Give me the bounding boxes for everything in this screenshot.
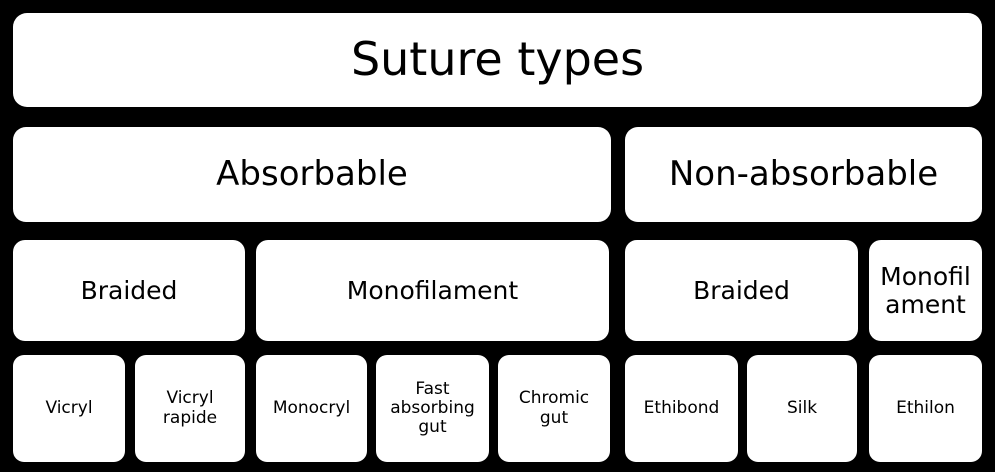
node-label-vicryl-rapide: Vicryl rapide (162, 388, 218, 428)
node-label-non-absorbable-monofilament: Monofil ament (880, 261, 971, 319)
node-label-monocryl: Monocryl (272, 397, 351, 418)
node-silk: Silk (747, 355, 857, 462)
node-label-chromic-gut: Chromic gut (518, 388, 590, 428)
node-label-silk: Silk (786, 397, 818, 418)
node-vicryl: Vicryl (13, 355, 125, 462)
node-label-absorbable-monofilament: Monofilament (346, 275, 519, 305)
node-ethibond: Ethibond (625, 355, 738, 462)
node-suture-types: Suture types (13, 13, 982, 107)
node-label-absorbable: Absorbable (216, 154, 408, 195)
node-fast-absorbing-gut: Fast absorbing gut (376, 355, 489, 462)
node-monocryl: Monocryl (256, 355, 367, 462)
node-label-root: Suture types (350, 32, 645, 87)
node-label-absorbable-braided: Braided (80, 275, 178, 305)
node-non-absorbable-braided: Braided (625, 240, 858, 341)
node-label-fast-absorbing-gut: Fast absorbing gut (390, 378, 475, 438)
node-non-absorbable-monofilament: Monofil ament (869, 240, 982, 341)
node-label-ethilon: Ethilon (896, 397, 955, 418)
node-label-ethibond: Ethibond (643, 397, 720, 418)
node-absorbable-braided: Braided (13, 240, 245, 341)
node-label-non-absorbable-braided: Braided (693, 275, 790, 305)
node-ethilon: Ethilon (869, 355, 982, 462)
node-chromic-gut: Chromic gut (498, 355, 610, 462)
node-label-vicryl: Vicryl (45, 397, 93, 418)
node-label-non-absorbable: Non-absorbable (668, 154, 939, 195)
node-absorbable: Absorbable (13, 127, 611, 222)
node-vicryl-rapide: Vicryl rapide (135, 355, 245, 462)
node-absorbable-monofilament: Monofilament (256, 240, 609, 341)
node-non-absorbable: Non-absorbable (625, 127, 982, 222)
